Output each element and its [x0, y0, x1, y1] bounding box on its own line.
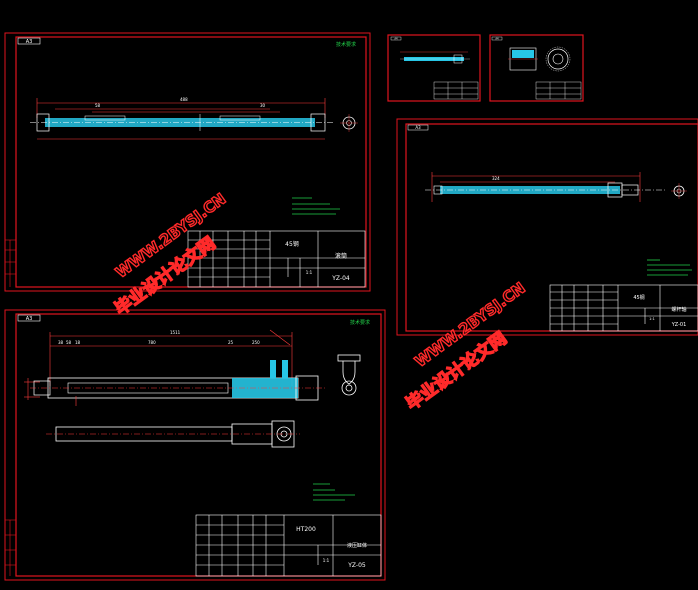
sheet-inner-border — [15, 313, 382, 577]
shaft-drawing — [425, 182, 665, 198]
sheet-corner-note: 技术要求 — [350, 319, 370, 326]
dimension-value: 324 — [492, 176, 500, 181]
title-scale: 1:1 — [306, 270, 313, 275]
sheet-size-tag — [390, 36, 402, 41]
title-name: 滚筒 — [335, 252, 347, 260]
end-view — [340, 114, 358, 132]
tech-notes — [292, 197, 340, 215]
svg-text:18: 18 — [75, 340, 81, 345]
drawing-number: YZ-01 — [671, 322, 687, 328]
svg-text:488: 488 — [180, 97, 188, 102]
title-material: 45钢 — [633, 294, 644, 301]
drawing-number: YZ-04 — [331, 275, 350, 282]
sheet-bottom-left[interactable]: A3 技术要求 1511 38 58 18 780 25 250 — [4, 309, 386, 581]
sheet-size-tag-text: A3 — [26, 316, 33, 322]
dimension-values: 1511 38 58 18 780 25 250 — [58, 330, 260, 345]
sheet-thumb-b[interactable]: A4 — [489, 34, 584, 102]
title-name: 液压缸体 — [347, 542, 367, 549]
dimension-lines — [24, 329, 293, 400]
sheet-corner-note: 技术要求 — [336, 41, 356, 48]
sheet-size-tag-text: A3 — [26, 39, 33, 45]
title-block — [195, 514, 382, 577]
svg-text:250: 250 — [252, 340, 260, 345]
sheet-top-left[interactable]: A3 技术要求 488 58 30 — [4, 32, 371, 292]
sheet-size-tag — [17, 37, 41, 45]
watermark-1: 毕业设计论文网 WWW.2BYSJ.CN — [110, 189, 230, 320]
binding-strip — [5, 519, 16, 576]
title-block — [549, 284, 698, 332]
svg-text:1511: 1511 — [170, 330, 181, 335]
cylinder-outline-view — [46, 420, 300, 448]
dimension-lines — [431, 172, 641, 202]
svg-text:38: 38 — [58, 340, 64, 345]
lug-side-view — [337, 354, 361, 396]
shaft-drawing — [30, 113, 335, 132]
sheet-outer-border — [387, 34, 481, 102]
end-view — [671, 183, 687, 199]
dimension-values: 488 58 30 — [95, 97, 266, 108]
watermark-2: 毕业设计论文网 WWW.2BYSJ.CN — [401, 278, 529, 415]
sheet-size-tag-text: A4 — [495, 37, 499, 41]
title-material: 45钢 — [285, 240, 299, 248]
sheet-thumb-a[interactable]: A4 — [387, 34, 481, 102]
title-scale: 1:1 — [649, 317, 655, 321]
cylinder-section-view — [30, 360, 325, 406]
svg-text:780: 780 — [148, 340, 156, 345]
title-block — [535, 81, 582, 100]
sheet-size-tag-text: A3 — [415, 125, 421, 130]
svg-text:58: 58 — [66, 340, 72, 345]
title-material: HT200 — [296, 526, 316, 533]
svg-text:30: 30 — [260, 103, 266, 108]
sheet-size-tag — [407, 124, 429, 131]
svg-text:58: 58 — [95, 103, 101, 108]
title-scale: 1:1 — [323, 558, 330, 563]
sleeve-drawing — [508, 46, 571, 72]
sheet-size-tag — [17, 314, 41, 322]
title-name: 螺杆轴 — [671, 306, 686, 313]
sheet-outer-border — [4, 309, 386, 581]
sheet-size-tag — [491, 36, 503, 41]
svg-text:25: 25 — [228, 340, 234, 345]
tech-notes — [647, 259, 692, 276]
sheet-outer-border — [489, 34, 584, 102]
shaft-drawing — [400, 51, 470, 64]
sheet-outer-border — [396, 118, 698, 336]
title-block — [187, 230, 366, 288]
title-block — [433, 81, 479, 100]
tech-notes — [313, 483, 355, 501]
drawing-number: YZ-05 — [347, 562, 366, 569]
binding-strip — [5, 239, 16, 287]
sheet-right[interactable]: A3 324 — [396, 118, 698, 336]
sheet-outer-border — [4, 32, 371, 292]
sheet-size-tag-text: A4 — [394, 37, 398, 41]
